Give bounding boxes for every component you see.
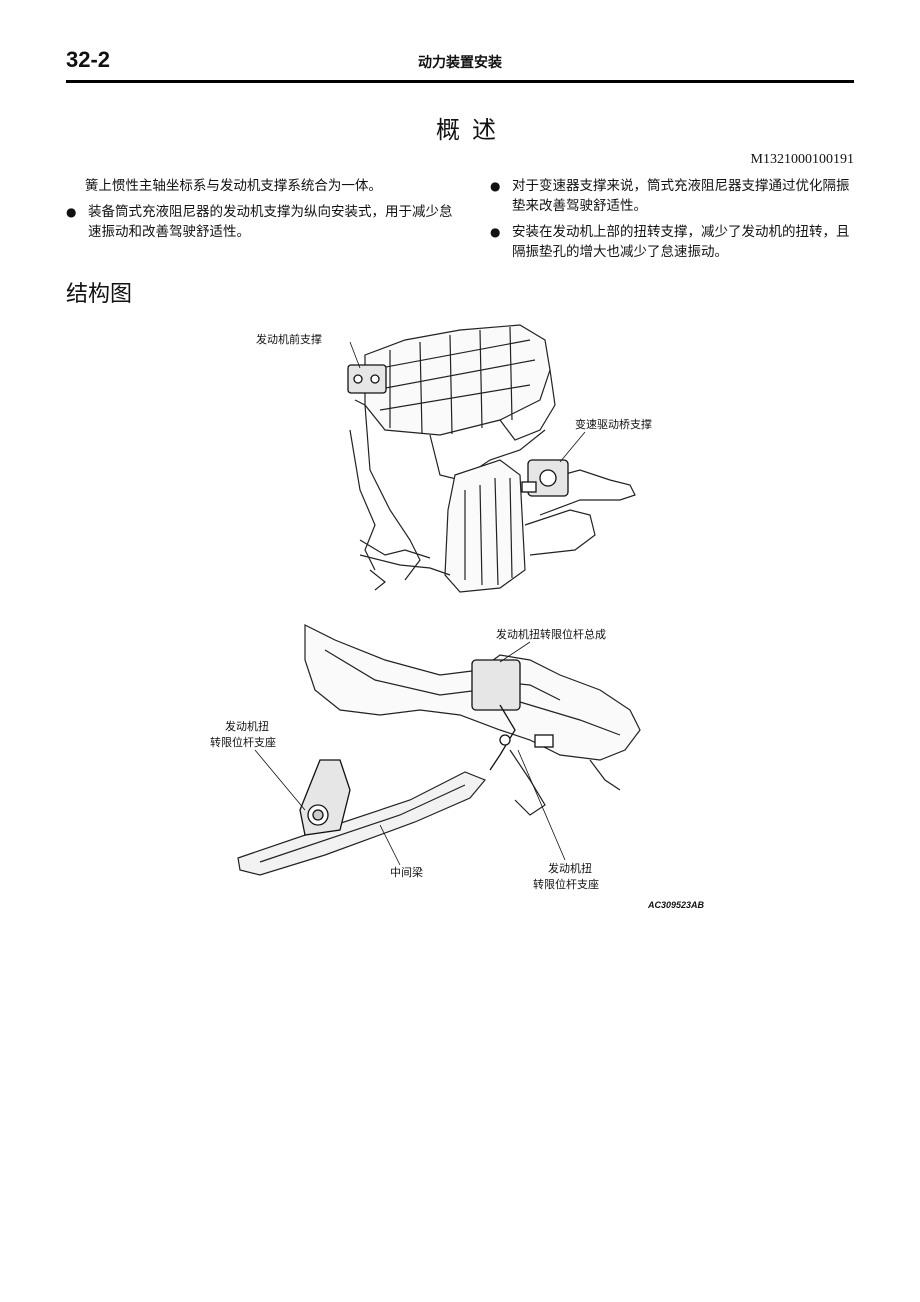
leader-line bbox=[499, 641, 531, 663]
left-column: 簧上惯性主轴坐标系与发动机支撑系统合为一体。 ● 装备筒式充液阻尼器的发动机支撑… bbox=[66, 176, 454, 248]
page-number: 32-2 bbox=[66, 47, 111, 72]
torque-rod-bracket-left bbox=[299, 759, 351, 836]
list-item-text: 对于变速器支撑来说，筒式充液阻尼器支撑通过优化隔振垫来改善驾驶舒适性。 bbox=[512, 178, 850, 214]
structure-diagram: 发动机前支撑 变速驱动桥支撑 发动机扭转限位杆总成 发动机扭 转限位杆支座 中间… bbox=[210, 324, 705, 910]
list-item: ● 安装在发动机上部的扭转支撑，减少了发动机的扭转，且隔振垫孔的增大也减少了怠速… bbox=[490, 222, 862, 262]
list-item-text: 装备筒式充液阻尼器的发动机支撑为纵向安装式，用于减少怠速振动和改善驾驶舒适性。 bbox=[88, 204, 453, 240]
leader-line bbox=[254, 749, 306, 811]
section-title: 动力装置安装 bbox=[418, 55, 502, 71]
leader-line bbox=[559, 431, 586, 463]
torque-rod-assembly bbox=[471, 659, 554, 771]
callout-torque-rod-assembly: 发动机扭转限位杆总成 bbox=[496, 627, 606, 641]
callout-engine-front-mount: 发动机前支撑 bbox=[256, 332, 322, 346]
transaxle-illustration bbox=[359, 459, 636, 593]
callout-torque-rod-bracket-left: 发动机扭 bbox=[225, 719, 269, 733]
callout-torque-rod-bracket-left: 转限位杆支座 bbox=[210, 735, 276, 749]
intro-paragraph: 簧上惯性主轴坐标系与发动机支撑系统合为一体。 bbox=[84, 178, 382, 194]
transaxle-mount bbox=[521, 459, 569, 497]
engine-front-mount bbox=[347, 364, 387, 394]
callout-torque-rod-bracket-right: 转限位杆支座 bbox=[533, 877, 599, 891]
list-item-text: 安装在发动机上部的扭转支撑，减少了发动机的扭转，且隔振垫孔的增大也减少了怠速振动… bbox=[512, 224, 850, 260]
leader-line bbox=[517, 749, 566, 861]
list-item: ● 对于变速器支撑来说，筒式充液阻尼器支撑通过优化隔振垫来改善驾驶舒适性。 bbox=[490, 176, 862, 216]
bullet-icon: ● bbox=[490, 179, 501, 193]
right-column: ● 对于变速器支撑来说，筒式充液阻尼器支撑通过优化隔振垫来改善驾驶舒适性。 ● … bbox=[490, 176, 862, 268]
callout-torque-rod-bracket-right: 发动机扭 bbox=[548, 861, 592, 875]
bullet-icon: ● bbox=[66, 205, 77, 219]
figure-reference-code: AC309523AB bbox=[647, 900, 705, 910]
leader-line bbox=[349, 341, 361, 369]
callout-center-member: 中间梁 bbox=[390, 865, 423, 879]
section-heading: 结构图 bbox=[66, 282, 133, 307]
bullet-icon: ● bbox=[490, 225, 501, 239]
list-item: ● 装备筒式充液阻尼器的发动机支撑为纵向安装式，用于减少怠速振动和改善驾驶舒适性… bbox=[66, 202, 454, 242]
callout-transaxle-mount: 变速驱动桥支撑 bbox=[575, 417, 652, 431]
header-divider bbox=[66, 80, 854, 83]
center-member-illustration bbox=[237, 771, 486, 876]
document-id: M1321000100191 bbox=[750, 152, 854, 167]
leader-line bbox=[379, 824, 401, 866]
page-title: 概述 bbox=[436, 116, 508, 144]
